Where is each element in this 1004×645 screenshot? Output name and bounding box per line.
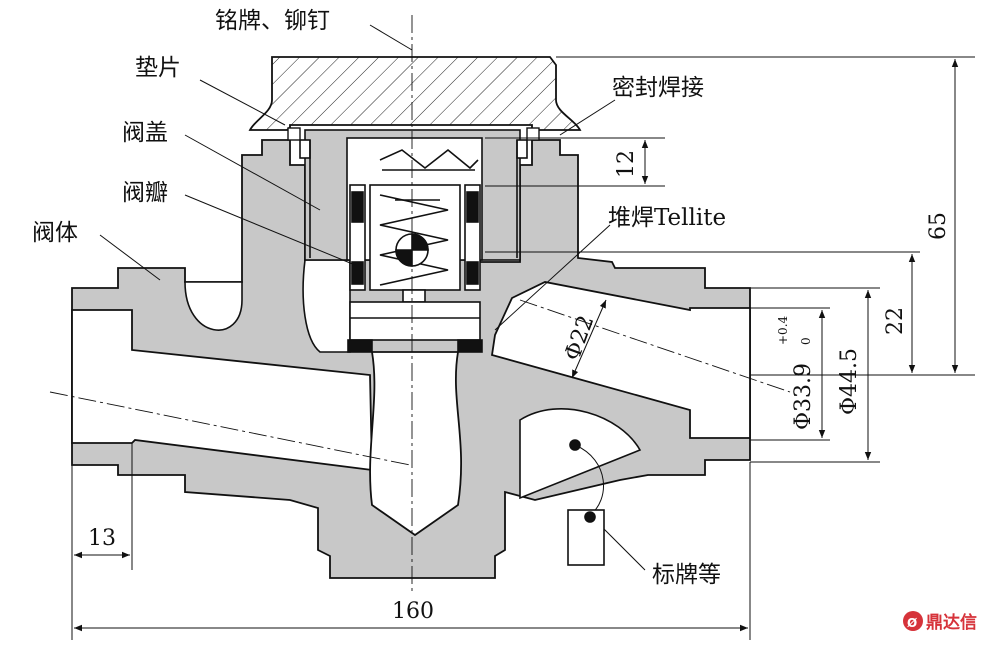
dim-22: 22: [883, 307, 908, 335]
label-valve-disc: 阀瓣: [122, 180, 168, 206]
valve-plug-cone: [369, 351, 463, 537]
svg-text:Ø: Ø: [907, 616, 917, 630]
left-cavity: [184, 281, 243, 331]
dim-160: 160: [392, 599, 434, 624]
tag-plate: [567, 439, 605, 566]
dim-12: 12: [614, 150, 639, 178]
bottom-cavity: [519, 408, 642, 500]
dim-phi33-9-tol-upper: +0.4: [776, 315, 790, 345]
label-nameplate-rivet: 铭牌、铆钉: [215, 8, 330, 34]
dim-65: 65: [926, 212, 951, 240]
label-tag-plate: 标牌等: [652, 562, 721, 588]
label-gasket: 垫片: [135, 55, 181, 81]
dim-phi33-9-tol-lower: 0: [799, 337, 813, 345]
label-bonnet: 阀盖: [122, 120, 168, 146]
dim-phi33-9: Φ33.9: [791, 363, 816, 430]
gasket-marks: [287, 127, 540, 141]
seat-chamber: [302, 259, 351, 353]
watermark-text: 鼎达信: [926, 612, 977, 633]
label-seal-weld: 密封焊接: [612, 75, 704, 101]
watermark-logo: Ø 鼎达信: [903, 611, 977, 633]
label-valve-body: 阀体: [32, 220, 78, 246]
leader-lines: [99, 24, 646, 571]
dim-phi44-5: Φ44.5: [837, 348, 862, 415]
label-overlay-weld: 堆焊Tellite: [608, 205, 726, 231]
outlet-bore: [490, 281, 751, 439]
bonnet-cap: [248, 56, 582, 131]
disc-assembly: [347, 148, 483, 353]
center-lines: [49, 15, 791, 592]
dimension-lines: [71, 56, 975, 640]
dim-13: 13: [88, 526, 116, 551]
